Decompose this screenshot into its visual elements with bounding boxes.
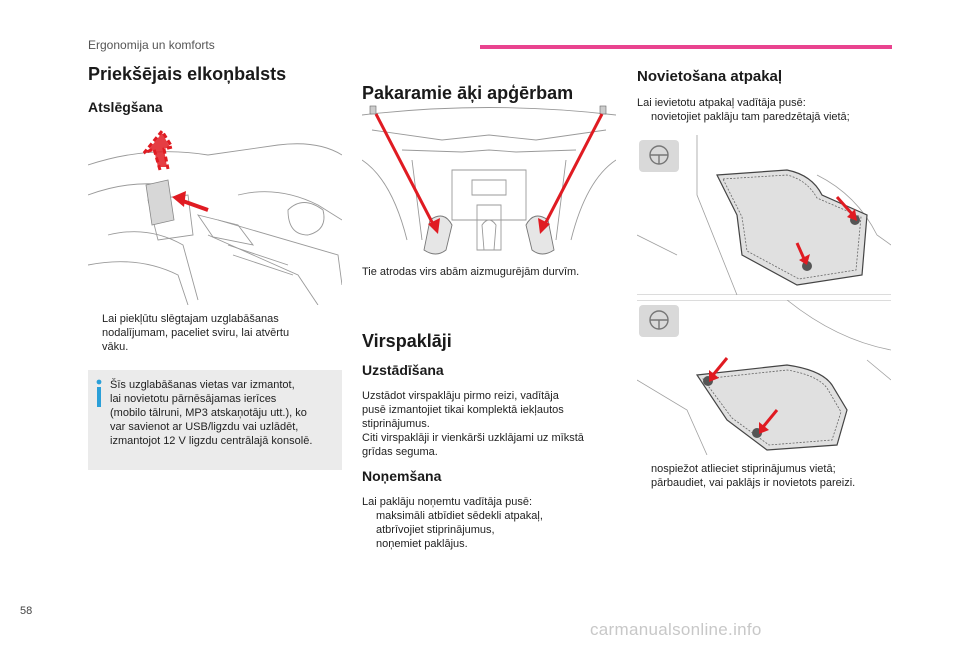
reposition-final-bullets: nospiežot atlieciet stiprinājumus vietā;… <box>651 463 856 489</box>
armrest-bullet: Lai piekļūtu slēgtajam uzglabāšanas noda… <box>102 313 290 353</box>
armrest-title: Priekšējais elkoņbalsts <box>88 64 287 84</box>
header-accent-bar <box>480 45 892 49</box>
install-subtitle: Uzstādīšana <box>362 362 444 378</box>
armrest-illustration <box>88 128 342 305</box>
watermark: carmanualsonline.info <box>590 620 762 639</box>
floormat-illustration-bottom <box>637 300 891 455</box>
info-box: Šīs uzglabāšanas vietas var izmantot, la… <box>88 370 342 470</box>
floormats-title: Virspaklāji <box>362 331 452 351</box>
hooks-title: Pakaramie āķi apģērbam <box>362 83 574 103</box>
hooks-caption: Tie atrodas virs abām aizmugurējām durvī… <box>362 266 580 278</box>
remove-subtitle: Noņemšana <box>362 468 442 484</box>
info-icon <box>96 379 102 407</box>
coat-hooks-illustration <box>362 105 616 255</box>
reposition-intro: Lai ievietotu atpakaļ vadītāja pusē: nov… <box>637 97 850 123</box>
header-section-title: Ergonomija un komforts <box>88 38 215 52</box>
page-number: 58 <box>20 605 33 617</box>
unlock-subtitle: Atslēgšana <box>88 99 163 115</box>
install-text: Uzstādot virspaklāju pirmo reizi, vadītā… <box>362 390 584 458</box>
floormat-illustration-top <box>637 135 891 295</box>
remove-text: Lai paklāju noņemtu vadītāja pusē: maksi… <box>362 496 543 550</box>
reposition-title: Novietošana atpakaļ <box>637 68 783 85</box>
